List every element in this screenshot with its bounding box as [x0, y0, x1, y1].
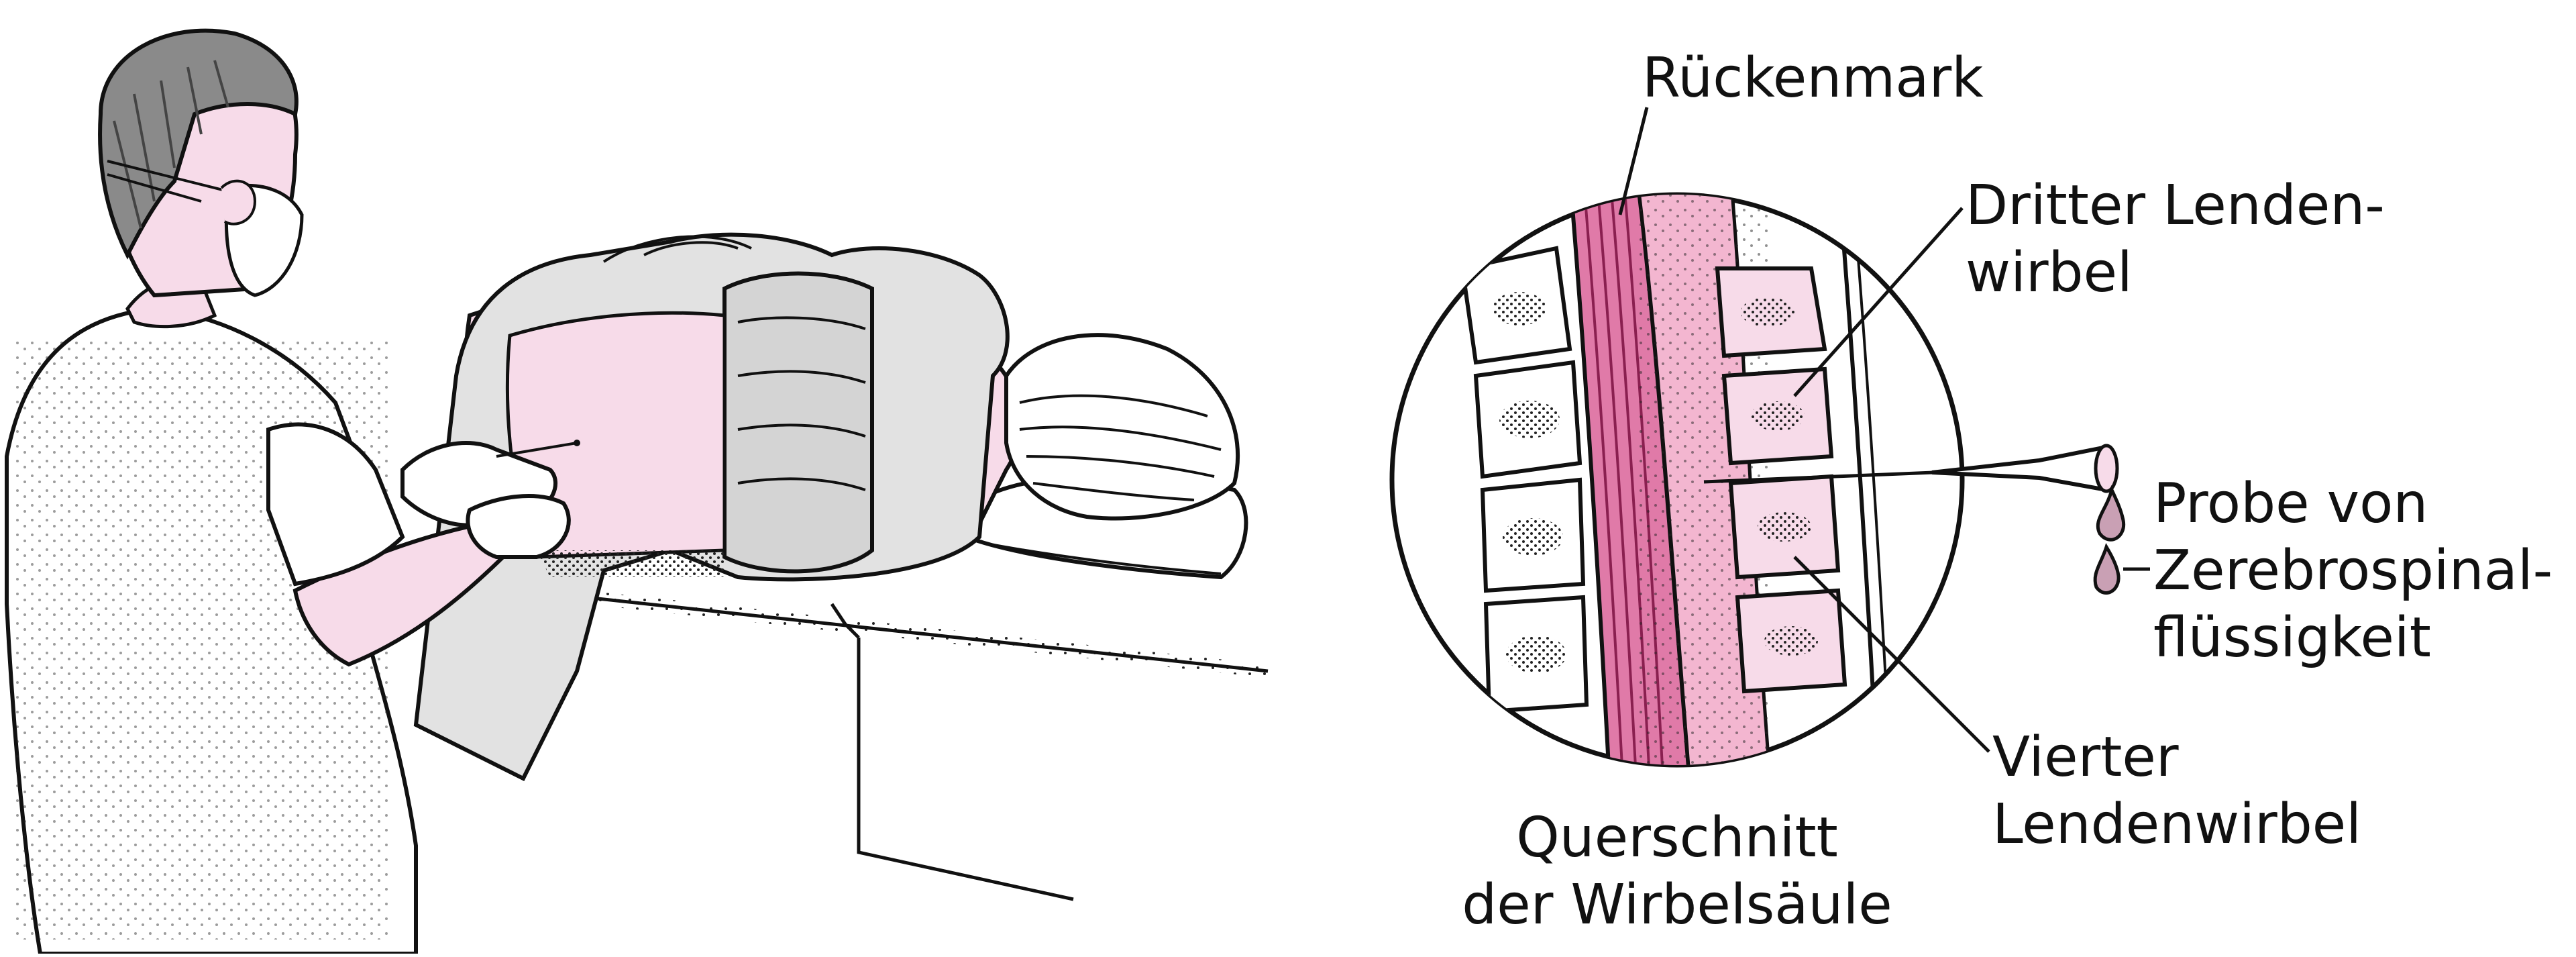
spinal-needle — [1703, 444, 2119, 493]
label-csf-sample-line2: Zerebrospinal- — [2153, 539, 2553, 603]
label-spinal-cord: Rückenmark — [1642, 46, 1984, 110]
leader-lines — [1618, 107, 2150, 753]
vertebral-bodies-left — [1460, 246, 1589, 714]
label-csf-sample-line1: Probe von — [2153, 472, 2428, 536]
label-third-lumbar-vertebra-line2: wirbel — [1966, 241, 2133, 305]
vertebral-bodies-right — [1715, 266, 1847, 694]
label-fourth-lumbar-vertebra-line2: Lendenwirbel — [1992, 793, 2361, 856]
label-cross-section-line2: der Wirbelsäule — [1462, 873, 1892, 937]
spine-cross-section — [1389, 107, 2150, 768]
blanket — [413, 232, 1010, 782]
label-fourth-lumbar-vertebra-line1: Vierter — [1992, 725, 2179, 789]
physician — [5, 28, 580, 956]
label-cross-section-line1: Querschnitt — [1516, 806, 1838, 870]
label-csf-sample-line3: flüssigkeit — [2153, 606, 2431, 670]
examination-table — [523, 584, 1269, 901]
procedure-scene — [5, 28, 1269, 956]
label-third-lumbar-vertebra-line1: Dritter Lenden- — [1966, 174, 2385, 238]
csf-drops — [2093, 485, 2126, 595]
